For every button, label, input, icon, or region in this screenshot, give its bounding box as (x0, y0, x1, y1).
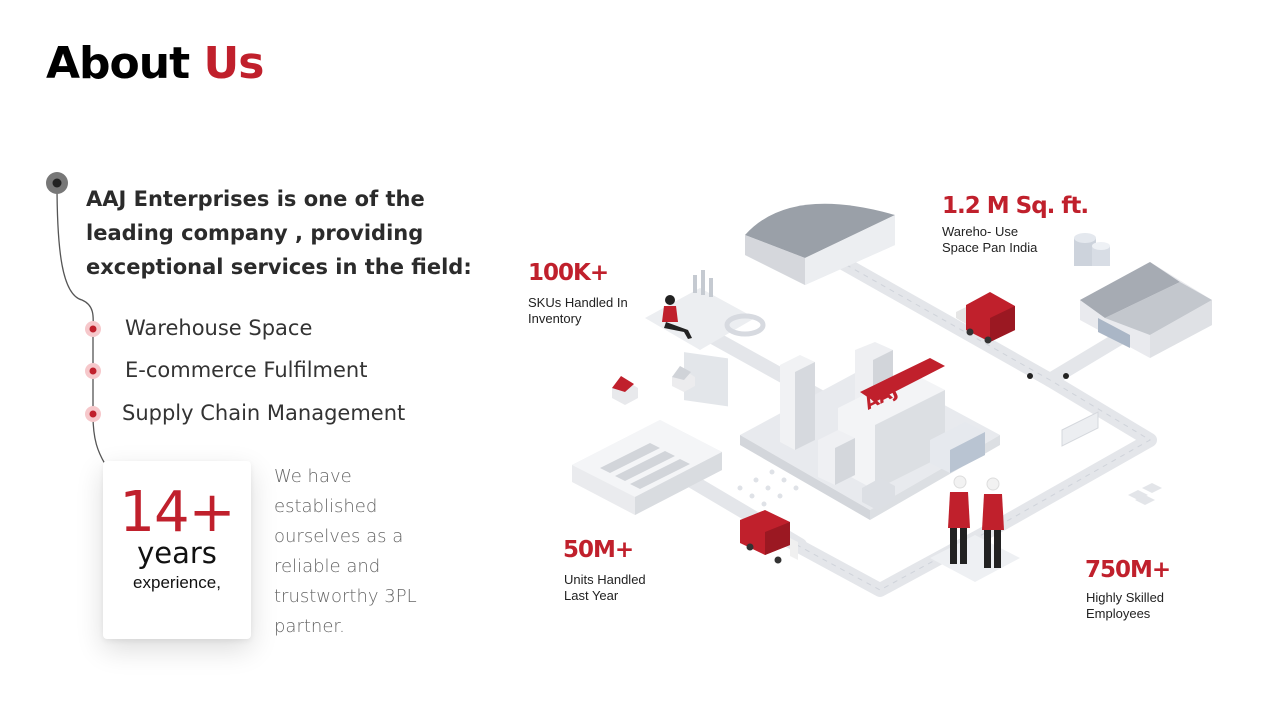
title-accent: Us (203, 38, 264, 89)
page-title: About Us (46, 38, 264, 89)
fence (1061, 411, 1099, 447)
bullet-dot (85, 363, 101, 379)
stat-label: Wareho- Use Space Pan India (942, 224, 1072, 256)
storage-silos (1074, 233, 1110, 266)
service-item: Warehouse Space (125, 316, 313, 340)
gabled-warehouse (1080, 262, 1212, 358)
stat-label-line: Units Handled (564, 572, 646, 587)
timeline-connector (46, 172, 106, 465)
stat-label: Highly Skilled Employees (1086, 590, 1216, 622)
central-campus: AAJ (740, 342, 1000, 520)
title-main: About (46, 38, 190, 89)
small-houses (612, 366, 695, 405)
marker (1063, 373, 1069, 379)
stat-label-line: Wareho- Use (942, 224, 1019, 239)
crates (1128, 483, 1162, 505)
delivery-truck (956, 292, 1015, 344)
bullet-dot (85, 406, 101, 422)
stat-value: 100K+ (528, 260, 609, 286)
experience-card: 14+ years experience, (103, 461, 251, 639)
workers (930, 475, 1020, 582)
stat-label-line: Highly Skilled (1086, 590, 1165, 605)
timeline-start-dot (46, 172, 68, 194)
stat-label: Units Handled Last Year (564, 572, 694, 604)
stat-value: 1.2 M Sq. ft. (942, 193, 1089, 219)
experience-unit: years (137, 536, 217, 570)
logistics-illustration: AAJ (572, 203, 1212, 597)
stat-label-line: Inventory (528, 311, 582, 326)
stat-label: SKUs Handled In Inventory (528, 295, 658, 327)
intro-text: AAJ Enterprises is one of the leading co… (86, 187, 472, 279)
office-workstation (645, 270, 766, 407)
factory-building (572, 420, 722, 515)
stat-label-line: Employees (1086, 606, 1151, 621)
service-item: E-commerce Fulfilment (125, 358, 368, 382)
stat-label-line: SKUs Handled In (528, 295, 628, 310)
stat-value: 750M+ (1085, 557, 1171, 583)
bullet-dot (85, 321, 101, 337)
about-description: We have established ourselves as a relia… (274, 466, 417, 637)
marker (1027, 373, 1033, 379)
service-item: Supply Chain Management (122, 401, 406, 425)
experience-number: 14+ (119, 480, 235, 545)
experience-label: experience, (133, 573, 221, 592)
stat-label-line: Space Pan India (942, 240, 1038, 255)
curved-warehouse (745, 203, 895, 285)
stat-label-line: Last Year (564, 588, 619, 603)
stat-value: 50M+ (563, 537, 634, 563)
decor-dots (737, 469, 799, 507)
delivery-truck (740, 510, 798, 564)
